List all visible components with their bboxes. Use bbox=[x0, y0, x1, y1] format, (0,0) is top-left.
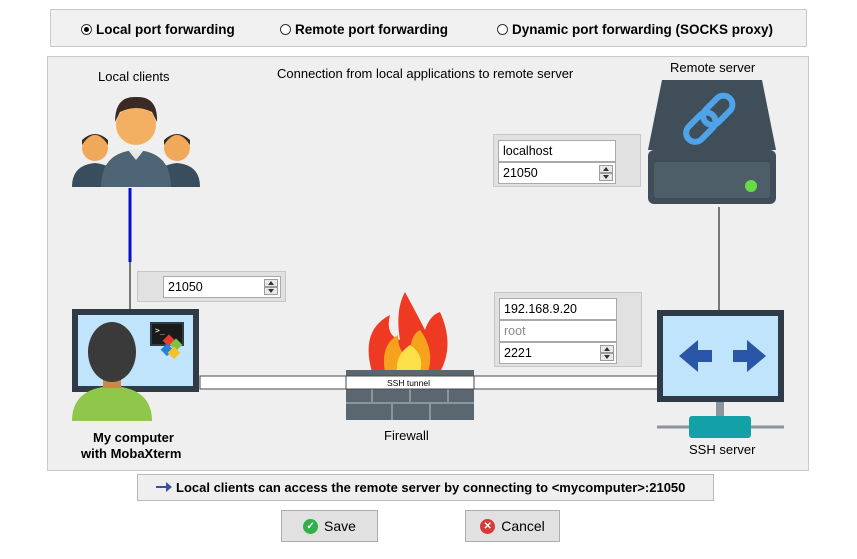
radio-remote-label: Remote port forwarding bbox=[295, 22, 449, 37]
local-port-down-button[interactable] bbox=[264, 287, 278, 295]
ssh-server-icon bbox=[657, 310, 784, 438]
remote-server-icon bbox=[648, 80, 776, 204]
cancel-button[interactable]: ✕ Cancel bbox=[465, 510, 560, 542]
remote-port-up-button[interactable] bbox=[599, 165, 613, 173]
my-computer-icon: >_ bbox=[72, 309, 199, 421]
ssh-user-input[interactable]: root bbox=[499, 320, 617, 342]
forwarding-type-group: Local port forwarding Remote port forwar… bbox=[50, 9, 807, 47]
status-message: Local clients can access the remote serv… bbox=[176, 480, 686, 495]
ssh-port-value: 2221 bbox=[504, 346, 532, 360]
local-clients-icon bbox=[72, 96, 200, 187]
remote-server-label: Remote server bbox=[670, 60, 756, 75]
local-port-spinbox[interactable]: 21050 bbox=[163, 276, 281, 298]
checkmark-icon: ✓ bbox=[303, 518, 319, 534]
save-button[interactable]: ✓ Save bbox=[281, 510, 378, 542]
local-port-up-button[interactable] bbox=[264, 279, 278, 287]
radio-remote-circle[interactable] bbox=[280, 24, 291, 35]
ssh-port-down-button[interactable] bbox=[600, 353, 614, 361]
radio-dynamic-forwarding[interactable]: Dynamic port forwarding (SOCKS proxy) bbox=[497, 22, 773, 37]
remote-host-input[interactable]: localhost bbox=[498, 140, 616, 162]
remote-port-down-button[interactable] bbox=[599, 173, 613, 181]
local-clients-label: Local clients bbox=[98, 69, 170, 84]
my-computer-label-line1: My computer bbox=[93, 430, 174, 445]
radio-local-label: Local port forwarding bbox=[96, 22, 235, 37]
ssh-port-spinbox[interactable]: 2221 bbox=[499, 342, 617, 364]
radio-remote-forwarding[interactable]: Remote port forwarding bbox=[280, 22, 448, 37]
remote-port-value: 21050 bbox=[503, 166, 538, 180]
ssh-host-input[interactable]: 192.168.9.20 bbox=[499, 298, 617, 320]
my-computer-label-line2: with MobaXterm bbox=[81, 446, 182, 461]
save-button-label: Save bbox=[324, 518, 356, 534]
radio-dynamic-label: Dynamic port forwarding (SOCKS proxy) bbox=[512, 22, 774, 37]
ssh-tunnel-through-firewall bbox=[345, 375, 475, 390]
status-arrow-icon bbox=[156, 482, 172, 492]
ssh-port-up-button[interactable] bbox=[600, 345, 614, 353]
local-port-value: 21050 bbox=[168, 280, 203, 294]
ssh-tunnel-label: SSH tunnel bbox=[387, 378, 430, 388]
diagram-caption: Connection from local applications to re… bbox=[277, 66, 574, 81]
firewall-icon bbox=[346, 292, 474, 420]
firewall-label: Firewall bbox=[384, 428, 429, 443]
radio-local-forwarding[interactable]: Local port forwarding bbox=[81, 22, 235, 37]
cancel-x-icon: ✕ bbox=[480, 518, 496, 534]
svg-text:>_: >_ bbox=[155, 326, 165, 335]
radio-local-circle[interactable] bbox=[81, 24, 92, 35]
remote-port-spinbox[interactable]: 21050 bbox=[498, 162, 616, 184]
radio-dynamic-circle[interactable] bbox=[497, 24, 508, 35]
cancel-button-label: Cancel bbox=[501, 518, 545, 534]
ssh-server-label: SSH server bbox=[689, 442, 756, 457]
status-bar: Local clients can access the remote serv… bbox=[137, 474, 714, 501]
